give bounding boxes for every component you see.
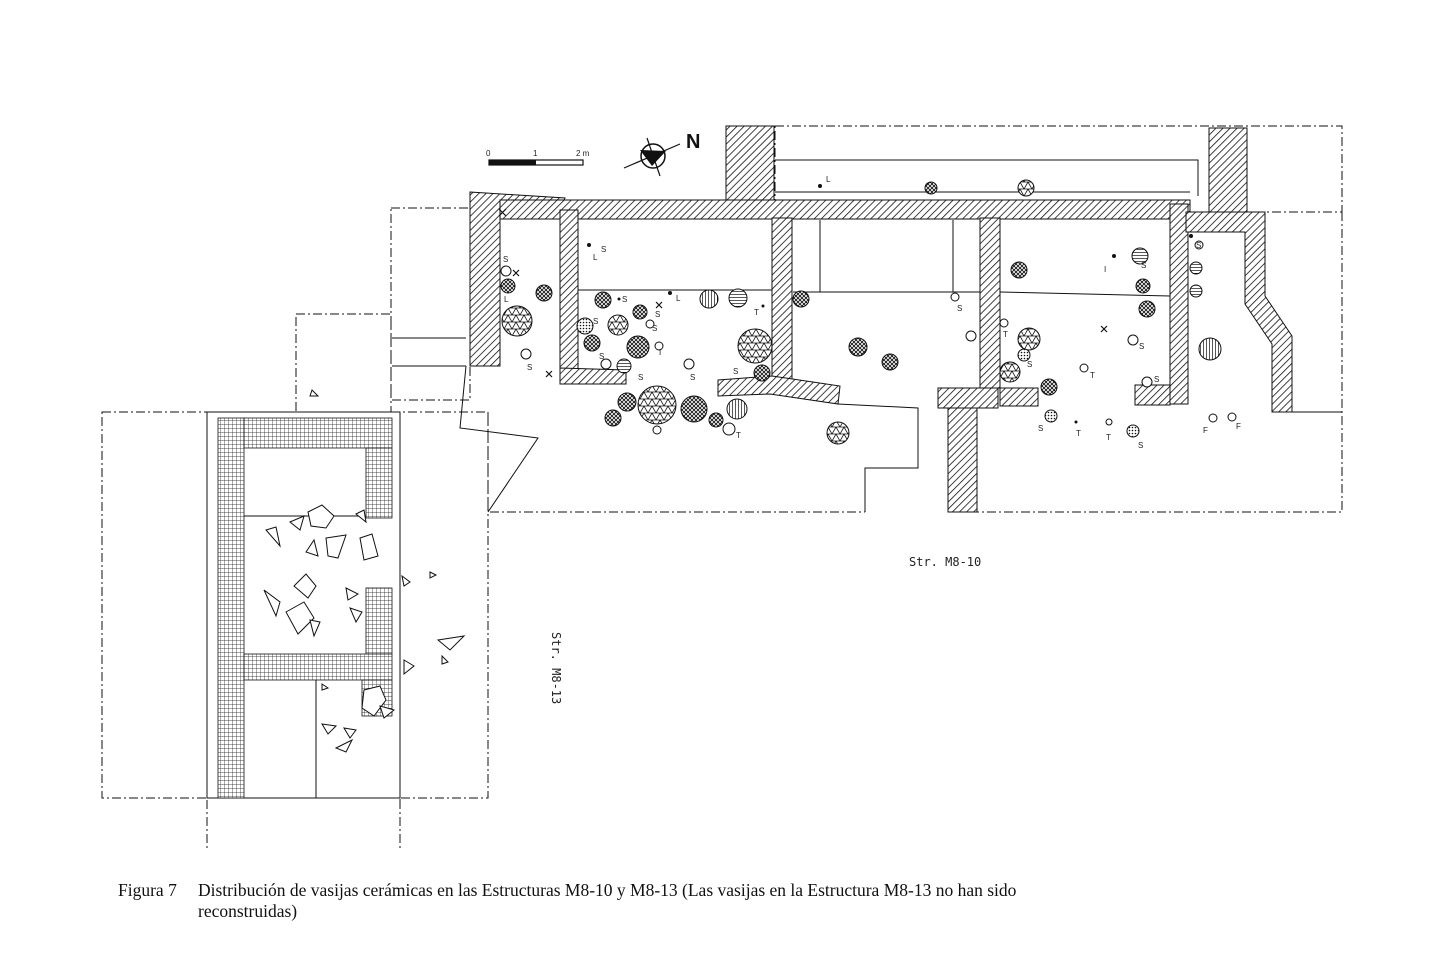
- figure-label: Figura 7: [118, 880, 177, 900]
- structure-m8-13: Str. M8-13: [101, 389, 563, 848]
- vessel-letter: S: [1139, 342, 1144, 351]
- vessel-letter: T: [1106, 433, 1111, 442]
- vessel-letter: S: [1141, 261, 1146, 270]
- vessel-letter: S: [601, 245, 606, 254]
- vessel-letter: S: [527, 363, 532, 372]
- vessel-letter: T: [1003, 330, 1008, 339]
- vessel-letter: I: [659, 348, 661, 357]
- site-plan: 0 1 2 m N: [101, 125, 1343, 848]
- vessel-letter: S: [1038, 424, 1043, 433]
- label-str-m8-10: Str. M8-10: [909, 555, 981, 569]
- vessel-letter: T: [1076, 429, 1081, 438]
- vessel-letter: S: [733, 367, 738, 376]
- vessel-letter: S: [652, 324, 657, 333]
- scale-tick-2: 2 m: [576, 149, 590, 158]
- vessel-letter: L: [593, 253, 598, 262]
- label-str-m8-13: Str. M8-13: [549, 632, 563, 704]
- caption-text: Distribución de vasijas cerámicas en las…: [198, 880, 1017, 921]
- vessel-letter: S: [690, 373, 695, 382]
- vessel-letter: S: [593, 317, 598, 326]
- vessel-letter: S: [638, 373, 643, 382]
- vessel-letter: F: [1236, 422, 1241, 431]
- vessel-letter: T: [754, 308, 759, 317]
- vessel-letter: T: [736, 431, 741, 440]
- vessel-letter: S: [503, 255, 508, 264]
- vessel-letter: S: [1196, 241, 1201, 250]
- scale-tick-1: 1: [533, 149, 538, 158]
- vessel-letter: S: [1138, 441, 1143, 450]
- vessel-markers: [498, 179, 1237, 445]
- vessel-letter: S: [622, 295, 627, 304]
- structure-m8-10: Str. M8-10: [295, 125, 1343, 569]
- vessel-letter: S: [957, 304, 962, 313]
- vessel-letter: S: [655, 310, 660, 319]
- vessel-letter: F: [1203, 426, 1208, 435]
- vessel-letter: L: [676, 294, 681, 303]
- north-label: N: [686, 131, 700, 153]
- vessel-letters: S L S S S L S S I S S S S S T T L S T S …: [503, 175, 1241, 450]
- vessel-letter: S: [1027, 360, 1032, 369]
- vessel-letter: I: [1104, 265, 1106, 274]
- north-arrow-icon: N: [623, 131, 700, 177]
- vessel-letter: S: [1154, 375, 1159, 384]
- vessel-letter: L: [826, 175, 831, 184]
- vessel-letter: L: [504, 295, 509, 304]
- scale-bar: 0 1 2 m: [486, 149, 590, 166]
- scale-tick-0: 0: [486, 149, 491, 158]
- vessel-letter: T: [1090, 371, 1095, 380]
- vessel-letter: S: [599, 352, 604, 361]
